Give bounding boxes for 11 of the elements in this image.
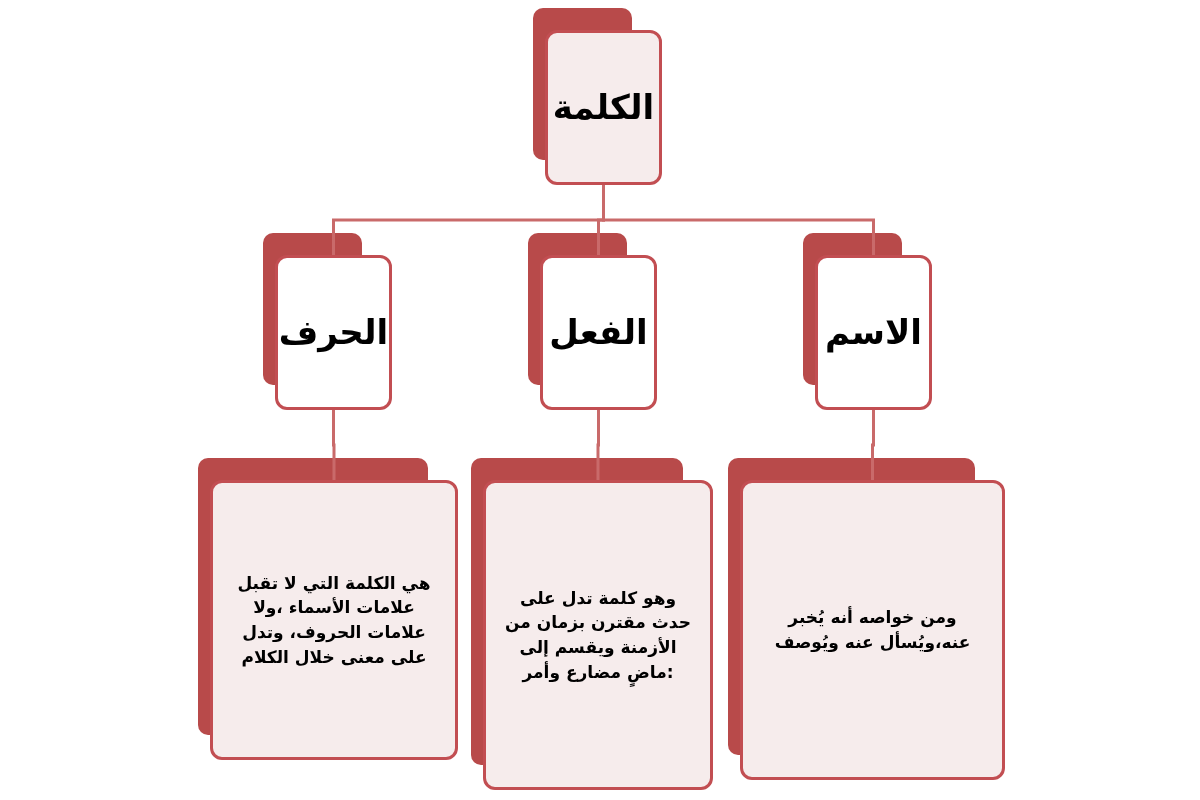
connector-line	[332, 185, 605, 255]
connector-line	[596, 410, 600, 480]
connector-line	[332, 410, 336, 480]
label-box: الكلمة	[545, 30, 662, 185]
label-box: الاسم	[815, 255, 932, 410]
description-box: وهو كلمة تدل على حدث مقترن بزمان من الأزمنة ويقسم إلى :ماضٍ مضارع وأمر	[483, 480, 713, 790]
description-box: ومن خواصه أنه يُخبر عنه،ويُسأل عنه ويُوصف	[740, 480, 1005, 780]
label-box: الفعل	[540, 255, 657, 410]
description-box: هي الكلمة التي لا تقبل علامات الأسماء ،ولا علامات الحروف، وتدل على معنى خلال الكلام	[210, 480, 458, 760]
connector-line	[871, 410, 875, 480]
label-box: الحرف	[275, 255, 392, 410]
